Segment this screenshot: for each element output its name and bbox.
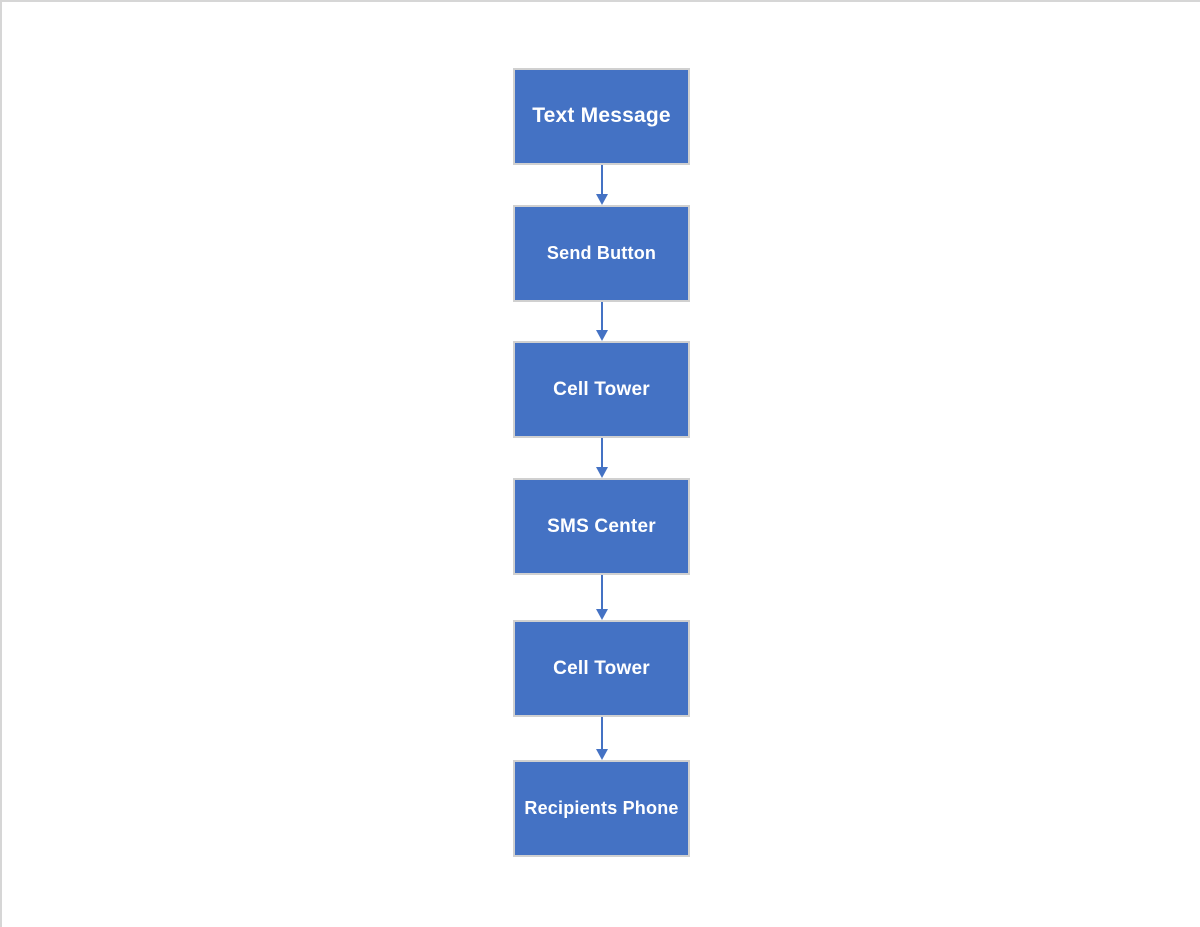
connector-line xyxy=(600,575,603,610)
flow-connector-4 xyxy=(513,575,690,620)
connector-line xyxy=(600,165,603,195)
flowchart: Text Message Send Button Cell Tower SMS … xyxy=(513,68,690,857)
flow-node-label: Text Message xyxy=(532,104,671,128)
flow-node-label: Cell Tower xyxy=(553,657,650,679)
flow-node-label: Cell Tower xyxy=(553,378,650,400)
arrow-down-icon xyxy=(595,609,608,620)
flow-node-cell-tower-1[interactable]: Cell Tower xyxy=(513,341,690,438)
flow-node-recipients-phone[interactable]: Recipients Phone xyxy=(513,760,690,857)
flow-connector-1 xyxy=(513,165,690,205)
connector-line xyxy=(600,438,603,468)
flow-node-send-button[interactable]: Send Button xyxy=(513,205,690,302)
flow-connector-2 xyxy=(513,302,690,341)
flow-node-cell-tower-2[interactable]: Cell Tower xyxy=(513,620,690,717)
flow-node-label: Send Button xyxy=(546,243,657,264)
flow-node-label: SMS Center xyxy=(547,515,656,537)
flow-connector-3 xyxy=(513,438,690,478)
arrow-down-icon xyxy=(595,330,608,341)
arrow-down-icon xyxy=(595,749,608,760)
arrow-down-icon xyxy=(595,467,608,478)
flow-node-text-message[interactable]: Text Message xyxy=(513,68,690,165)
connector-line xyxy=(600,717,603,750)
flow-connector-5 xyxy=(513,717,690,760)
flow-node-sms-center[interactable]: SMS Center xyxy=(513,478,690,575)
connector-line xyxy=(600,302,603,331)
arrow-down-icon xyxy=(595,194,608,205)
flow-node-label: Recipients Phone xyxy=(524,798,679,819)
